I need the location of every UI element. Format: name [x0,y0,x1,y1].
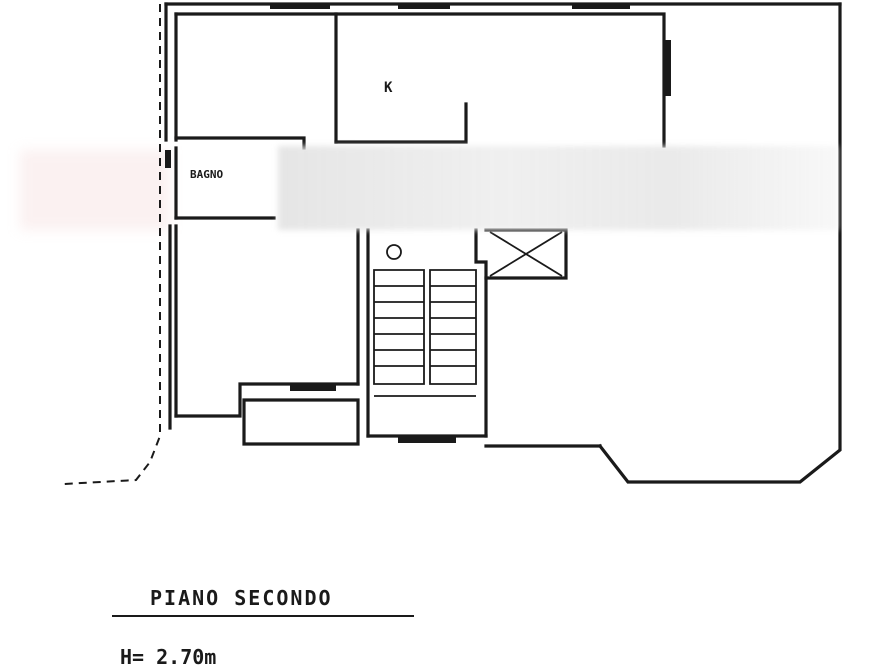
lift-cross-b [489,231,563,277]
bathroom-label: BAGNO [190,168,223,181]
watermark-smudge [20,150,170,230]
caption-underline [112,615,414,617]
kitchen-bottom-wall [334,102,468,144]
floor-name-caption: PIANO SECONDO [150,586,333,610]
window-marks [165,3,671,443]
stair-right-wall [474,228,488,438]
property-boundary-dashed [63,4,161,485]
outer-wall-right [597,2,842,484]
bathroom-top-wall [174,136,306,150]
balcony [242,398,360,446]
kitchen-label: K [384,80,393,96]
inner-wall-top-room [174,12,666,148]
stair-treads [373,269,477,397]
redacted-watermark-band [278,146,838,230]
ceiling-height-caption: H= 2.70m [120,645,217,669]
stair-arrow-circle [386,244,402,260]
lower-room-bottom [174,382,360,418]
lift-shaft [484,228,568,280]
